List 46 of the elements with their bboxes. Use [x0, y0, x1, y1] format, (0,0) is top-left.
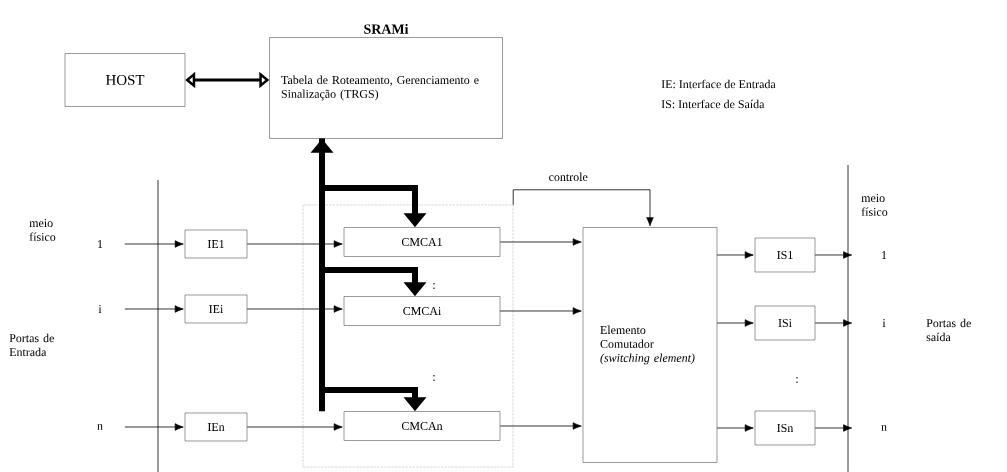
arrow	[124, 305, 184, 313]
arrow	[814, 251, 853, 259]
label: i	[98, 305, 102, 313]
label: IS: Interface de Saída	[661, 99, 765, 109]
label: i	[882, 319, 886, 327]
arrow	[499, 422, 582, 430]
arrow	[716, 251, 754, 259]
label: meio físico	[29, 219, 56, 241]
label: Portas de saída	[926, 318, 971, 342]
label: Portas de Entrada	[9, 333, 54, 357]
arrow	[124, 423, 184, 431]
label: 1	[882, 251, 887, 259]
edge-label: controle	[549, 172, 588, 181]
process-box: Elemento Comutador (switching element)	[582, 227, 718, 463]
label: :	[433, 375, 435, 381]
process-box: CMCAi	[343, 296, 501, 326]
label: :	[796, 377, 798, 383]
process-box: IEi	[184, 294, 248, 324]
process-box: IS1	[754, 237, 816, 273]
arrow	[499, 238, 582, 246]
arrow	[246, 305, 343, 313]
label: meio físico	[861, 194, 888, 216]
arrow	[716, 319, 754, 327]
label: n	[881, 425, 887, 431]
process-box: IE1	[184, 229, 248, 259]
arrow	[512, 189, 654, 227]
arrow	[814, 319, 853, 327]
label: n	[97, 424, 103, 430]
arrow	[246, 240, 343, 248]
label: IE: Interface de Entrada	[661, 79, 776, 89]
process-box: CMCAn	[343, 411, 501, 441]
process-box: ISn	[754, 410, 816, 446]
box-heading: SRAMi	[364, 23, 409, 34]
process-box: ISi	[754, 305, 816, 341]
process-box: HOST	[64, 53, 186, 107]
table-box: Tabela de Roteamento, Gerenciamento e Sinalização (TRGS)	[269, 37, 503, 139]
label: :	[433, 283, 435, 289]
arrow	[124, 240, 184, 248]
process-box: IEn	[184, 412, 248, 442]
arrow	[246, 423, 343, 431]
process-box: CMCA1	[343, 227, 501, 257]
arrow	[499, 307, 582, 315]
arrow	[716, 424, 754, 432]
label: 1	[98, 240, 103, 248]
dotted-box	[302, 204, 514, 468]
arrow	[814, 424, 853, 432]
